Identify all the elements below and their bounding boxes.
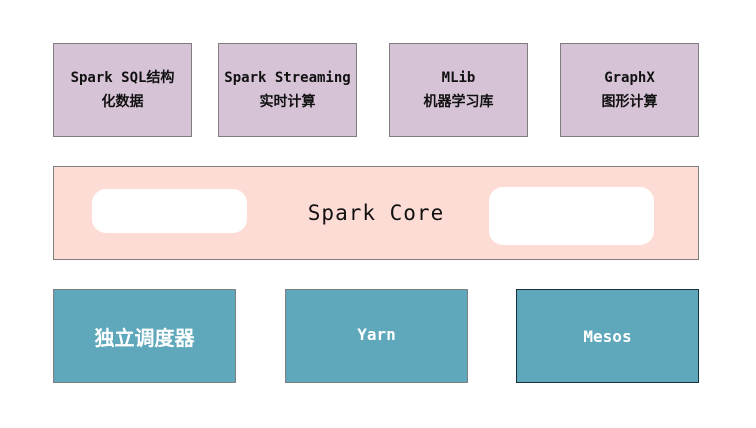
- library-subtitle: 机器学习库: [423, 94, 494, 110]
- core-box-spark-core: Spark Core: [53, 166, 699, 260]
- library-box-mlib: MLib 机器学习库: [389, 43, 528, 137]
- core-label: Spark Core: [307, 201, 445, 225]
- library-subtitle: 化数据: [101, 94, 144, 110]
- library-box-spark-streaming: Spark Streaming 实时计算: [218, 43, 357, 137]
- scheduler-label: 独立调度器: [94, 325, 195, 350]
- scheduler-box-standalone: 独立调度器: [53, 289, 236, 383]
- library-title: GraphX: [604, 70, 655, 86]
- library-subtitle: 图形计算: [601, 94, 658, 110]
- scheduler-label: Mesos: [583, 326, 632, 346]
- library-title: Spark SQL结构: [70, 70, 175, 86]
- library-subtitle: 实时计算: [259, 94, 316, 110]
- scheduler-box-mesos: Mesos: [516, 289, 699, 383]
- library-title: Spark Streaming: [224, 70, 351, 86]
- scheduler-box-yarn: Yarn: [285, 289, 468, 383]
- redaction-mark: [489, 187, 654, 245]
- redaction-mark: [92, 189, 247, 233]
- library-title: MLib: [441, 70, 476, 86]
- library-box-graphx: GraphX 图形计算: [560, 43, 699, 137]
- library-box-spark-sql: Spark SQL结构 化数据: [53, 43, 192, 137]
- scheduler-label: Yarn: [357, 324, 396, 344]
